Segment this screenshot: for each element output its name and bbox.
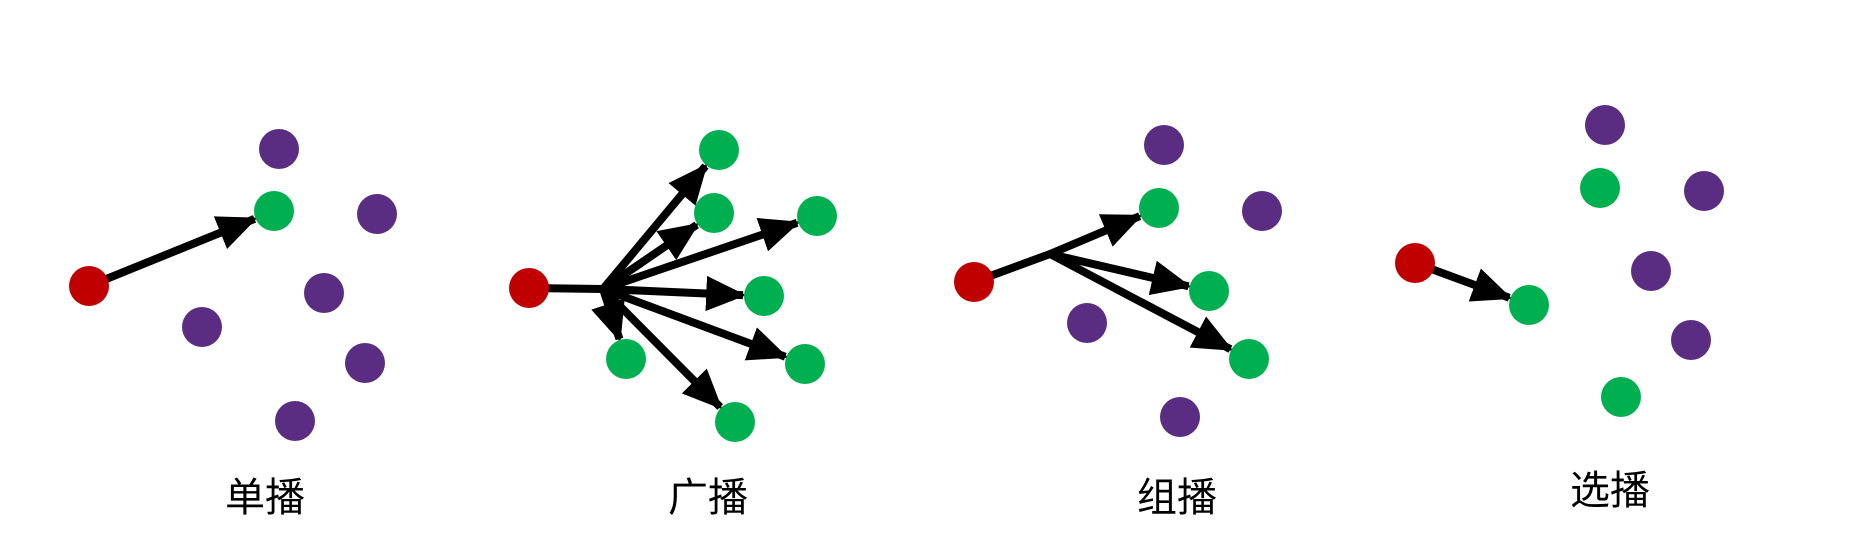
arrow bbox=[600, 286, 724, 410]
non-receiver-node bbox=[1684, 171, 1724, 211]
receiver-node bbox=[797, 196, 837, 236]
receiver-node bbox=[694, 193, 734, 233]
receiver-node bbox=[1229, 339, 1269, 379]
arrow bbox=[599, 163, 709, 292]
arrow bbox=[602, 275, 747, 312]
non-receiver-node bbox=[345, 343, 385, 383]
arrow bbox=[601, 218, 801, 293]
non-receiver-node bbox=[1067, 303, 1107, 343]
panel-broadcast bbox=[509, 130, 837, 442]
receiver-node bbox=[606, 339, 646, 379]
multicast-label: 组播 bbox=[1137, 475, 1217, 521]
panel-anycast bbox=[1395, 105, 1724, 417]
non-receiver-node bbox=[1144, 125, 1184, 165]
source-node bbox=[509, 268, 549, 308]
arrow bbox=[102, 215, 258, 284]
receiver-node bbox=[1509, 285, 1549, 325]
receiver-node bbox=[1139, 188, 1179, 228]
non-receiver-node bbox=[1242, 191, 1282, 231]
non-receiver-node bbox=[275, 401, 315, 441]
arrow bbox=[1048, 250, 1234, 353]
non-receiver-node bbox=[357, 194, 397, 234]
source-node bbox=[69, 266, 109, 306]
source-node bbox=[954, 262, 994, 302]
anycast-label: 选播 bbox=[1570, 468, 1650, 514]
broadcast-label: 广播 bbox=[668, 475, 748, 521]
non-receiver-node bbox=[304, 273, 344, 313]
arrow bbox=[600, 221, 700, 293]
arrow bbox=[601, 285, 789, 361]
non-receiver-node bbox=[1631, 251, 1671, 291]
non-receiver-node bbox=[182, 307, 222, 347]
arrow bbox=[1428, 264, 1513, 302]
source-node bbox=[1395, 243, 1435, 283]
non-receiver-node bbox=[1671, 320, 1711, 360]
receiver-node bbox=[715, 402, 755, 442]
receiver-node bbox=[699, 130, 739, 170]
non-receiver-node bbox=[1585, 105, 1625, 145]
receiver-node bbox=[254, 191, 294, 231]
panel-unicast bbox=[69, 129, 397, 441]
receiver-node bbox=[785, 344, 825, 384]
non-receiver-node bbox=[259, 129, 299, 169]
panel-multicast bbox=[954, 125, 1282, 437]
non-receiver-node bbox=[1160, 397, 1200, 437]
arrow bbox=[1048, 212, 1143, 258]
receiver-node bbox=[1601, 377, 1641, 417]
receiver-node bbox=[1580, 168, 1620, 208]
receiver-node bbox=[744, 276, 784, 316]
unicast-label: 单播 bbox=[225, 475, 305, 521]
arrow bbox=[1049, 250, 1192, 296]
receiver-node bbox=[1189, 271, 1229, 311]
